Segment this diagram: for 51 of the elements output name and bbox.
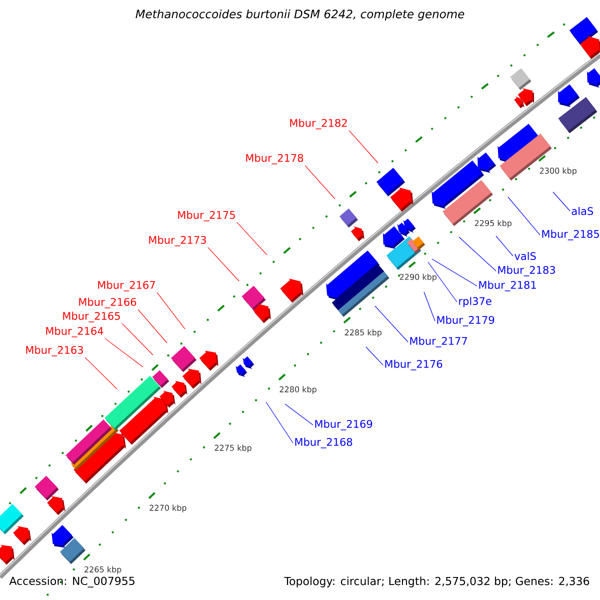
leader-line [374, 306, 408, 342]
gene-label: Mbur_2176 [385, 360, 442, 370]
leader-line [138, 309, 168, 344]
gene-label: Mbur_2175 [178, 210, 235, 222]
gene-label: Mbur_2179 [437, 316, 494, 326]
leader-line [236, 222, 268, 256]
leader-line [84, 357, 118, 390]
gene-label: Mbur_2169 [315, 420, 372, 430]
gene-label: Mbur_2168 [295, 438, 352, 448]
leader-line [122, 323, 154, 356]
leader-line [304, 165, 336, 200]
gene-label: Mbur_2178 [246, 154, 304, 164]
leader-line [496, 236, 514, 256]
gene-label: Mbur_2164 [46, 326, 104, 338]
leader-line [508, 196, 540, 236]
gene-label: rpl37e [459, 296, 492, 308]
scale-label: 2275 kbp [214, 444, 252, 452]
scale-label: 2285 kbp [344, 329, 382, 337]
leader-line [366, 346, 384, 366]
gene-label: Mbur_2177 [410, 336, 467, 348]
leader-line [208, 247, 240, 282]
gene-label: Mbur_2182 [290, 118, 347, 130]
title: Methanococcoides burtonii DSM 6242, complete genome [136, 9, 464, 21]
gene-label: Mbur_2181 [479, 280, 536, 292]
leader-line [348, 130, 378, 164]
leader-line [104, 338, 144, 368]
gene-label: Mbur_2167 [98, 280, 155, 292]
gene-label: alaS [572, 206, 594, 216]
gene-label: Mbur_2173 [149, 236, 206, 246]
gene-label: Mbur_2183 [498, 266, 556, 276]
leader-line [266, 402, 294, 444]
leader-line [458, 236, 496, 272]
gene-label: Mbur_2185 [542, 230, 599, 240]
gene-label: Mbur_2163 [26, 346, 83, 356]
leader-line [284, 404, 314, 426]
leader-line [552, 192, 570, 212]
gene-label: Mbur_2166 [79, 298, 136, 308]
scale-label: 2265 kbp [84, 566, 122, 574]
scale-label: 2290 kbp [400, 274, 437, 282]
genome-info-text: Topology: circular; Length: 2,575,032 bp; Genes: 2,336 [284, 576, 590, 588]
leader-line [432, 258, 478, 286]
leader-line [424, 292, 436, 322]
scale-label: 2280 kbp [280, 386, 316, 394]
leader-line [156, 292, 186, 330]
leader-line [428, 262, 458, 302]
scale-label: 2300 kbp [540, 168, 577, 176]
gene-label: valS [514, 252, 536, 260]
scale-label: 2270 kbp [150, 504, 186, 512]
accession-text: Accession: NC_007955 [9, 576, 134, 588]
gene-label: Mbur_2165 [63, 312, 120, 322]
scale-label: 2295 kbp [474, 220, 512, 228]
